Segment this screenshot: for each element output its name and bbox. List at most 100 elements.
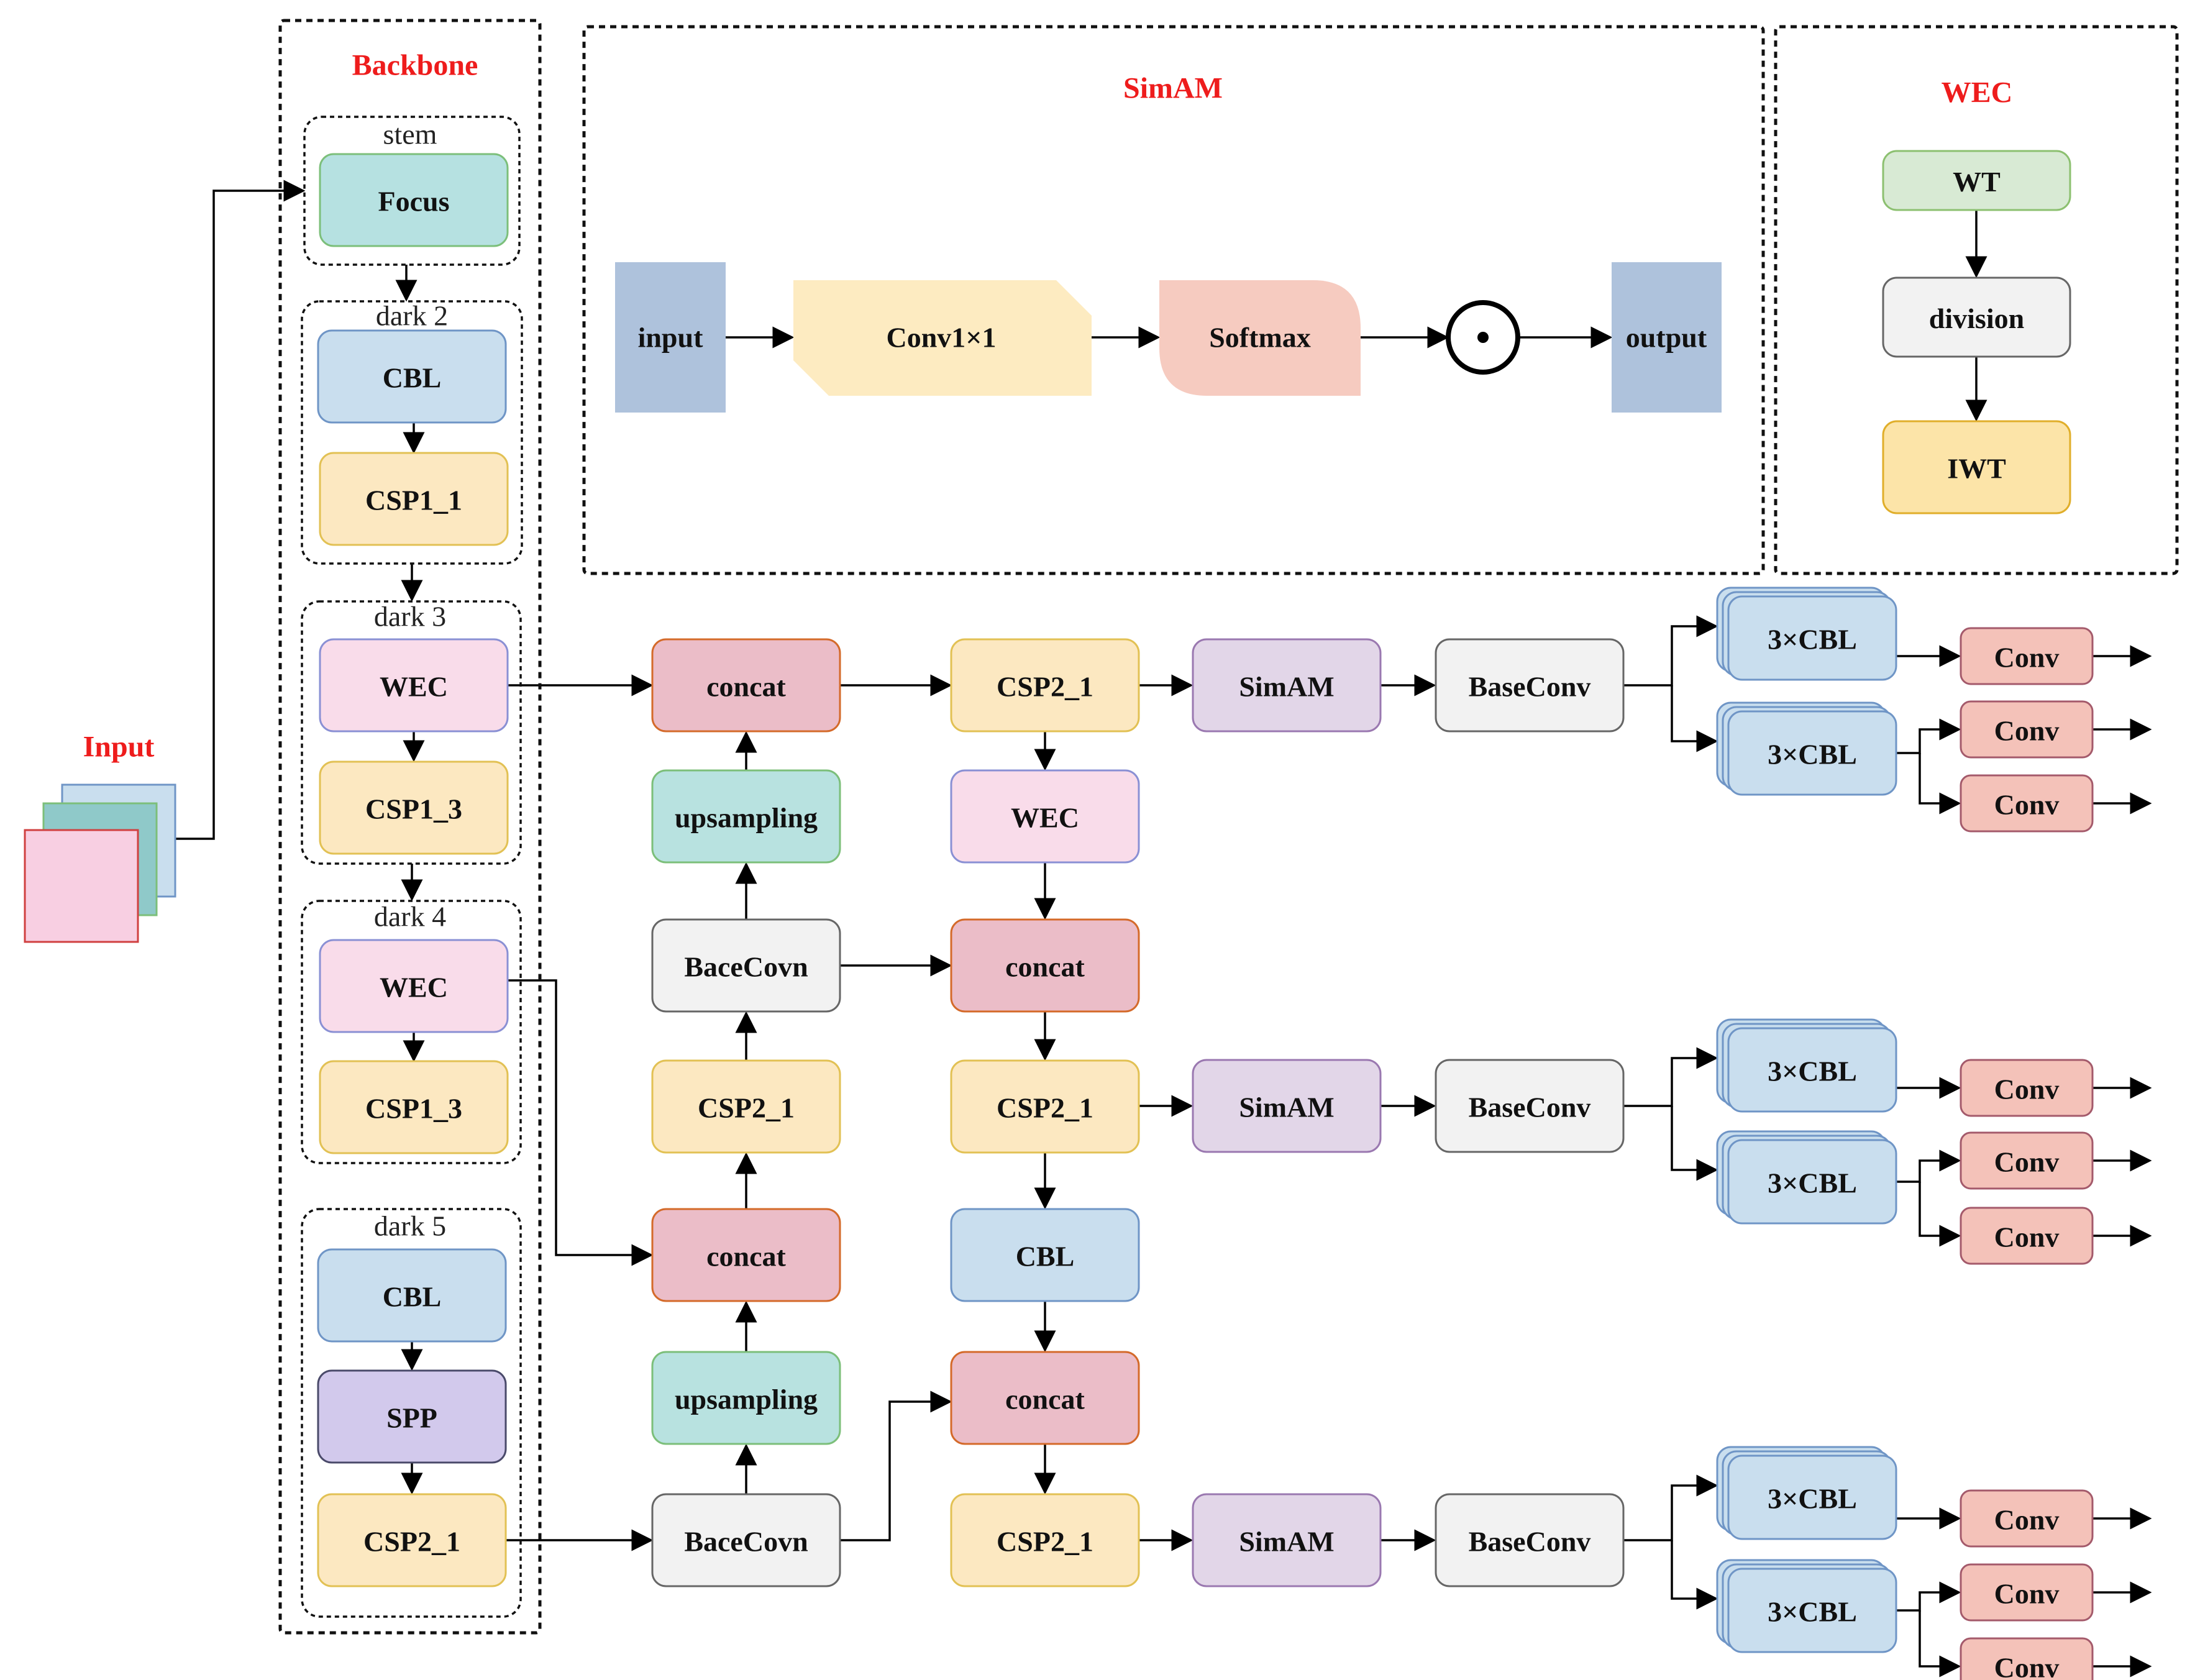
neck-csp-1-label: CSP2_1 [698,1092,795,1124]
head1-simam-shape [1192,638,1382,733]
head3-conv-2: Conv [1960,1563,2094,1622]
head3-cbl-b-to-conv-3-arrow [1919,1610,1961,1678]
neck-csp-3-shape [950,1059,1140,1154]
neck-basecovn-2-shape [651,1493,841,1587]
dark2-csp-block-label: CSP1_1 [365,485,462,516]
head3-to-cbl-b-arrow [1671,1540,1718,1610]
head2-conv-1: Conv [1960,1059,2094,1117]
head3-baseconv-label: BaseConv [1469,1526,1591,1558]
simam-input-block [615,262,726,413]
head3-simam-label: SimAM [1239,1526,1334,1558]
neck-basecovn-1-shape [651,918,841,1013]
wec-iwt-block: IWT [1882,420,2071,514]
head1-to-cbl-b-arrow [1671,685,1718,752]
head1-conv-2: Conv [1960,700,2094,759]
dark5-cbl-block: CBL [317,1248,507,1343]
neck-basecovn-1: BaceCovn [651,918,841,1013]
head2-baseconv: BaseConv [1435,1059,1625,1153]
head1-cbl-a-label: 3×CBL [1768,624,1857,655]
neck-concat-2-label: concat [706,1241,786,1272]
head2-cbl-b-to-conv-2-arrow [1896,1149,1961,1183]
neck-csp-3-label: CSP2_1 [997,1092,1093,1124]
head1-conv-1: Conv [1960,627,2094,685]
head2-cbl-b-layer-1 [1727,1139,1897,1225]
dark4-wec-block-shape [319,939,509,1033]
head3-conv-2-shape [1960,1563,2094,1622]
dark4-to-concat-arrow [508,979,654,1266]
head3-conv-3: Conv [1960,1637,2094,1680]
neck-concat-4-label: concat [1005,1384,1085,1415]
head2-conv-2-shape [1960,1131,2094,1190]
dark2-cbl-block-shape [317,329,507,424]
head2-simam-shape [1192,1059,1382,1153]
backbone-panel [278,19,542,1635]
head3-conv-3-label: Conv [1994,1652,2060,1680]
dark5-cbl-block-label: CBL [383,1281,442,1313]
head2-conv-1-label: Conv [1994,1074,2060,1105]
neck-concat-3: concat [950,918,1140,1013]
neck-csp-2-shape [950,638,1140,733]
head2-conv-2-label: Conv [1994,1146,2060,1178]
wec-division-block: division [1882,276,2071,358]
head1-to-cbl-a-arrow [1623,615,1718,687]
basecovn2-to-concat4-arrow [840,1390,952,1541]
head3-simam: SimAM [1192,1493,1382,1587]
neck-upsampling-1-label: upsampling [675,802,818,834]
dark3-wec-block-shape [319,638,509,733]
backbone-title: Backbone [352,49,478,82]
neck-csp-2: CSP2_1 [950,638,1140,733]
head2-to-cbl-b-arrow [1671,1106,1718,1181]
neck-wec-shape [950,769,1140,864]
dark3-csp-block: CSP1_3 [319,760,509,855]
head1-cbl-b-to-conv-3-arrow [1919,753,1961,815]
neck-basecovn-1-label: BaceCovn [684,951,808,983]
head1-cbl-b-layer-1 [1727,710,1897,796]
head1-conv-3-shape [1960,774,2094,833]
dark3-wec-block: WEC [319,638,509,733]
head1-cbl-b: 3×CBL [1716,701,1897,796]
neck-concat-1-label: concat [706,671,786,703]
multiply-dot [1477,332,1489,343]
head2-cbl-a: 3×CBL [1716,1018,1897,1113]
dark4-group [301,900,522,1164]
neck-concat-4: concat [950,1351,1140,1445]
head1-conv-1-label: Conv [1994,642,2060,673]
wec-wt-block-label: WT [1953,166,2001,198]
head2-cbl-b: 3×CBL [1716,1130,1897,1225]
simam-output-block [1612,262,1722,413]
neck-concat-1-shape [651,638,841,733]
head2-conv-2: Conv [1960,1131,2094,1190]
head3-conv-1-shape [1960,1489,2094,1548]
simam-panel [582,25,1765,575]
neck-cbl: CBL [950,1208,1140,1302]
head3-baseconv: BaseConv [1435,1493,1625,1587]
neck-cbl-shape [950,1208,1140,1302]
simam-softmax-block [1159,280,1361,396]
head3-conv-1-label: Conv [1994,1504,2060,1536]
wec-division-block-label: division [1929,303,2024,334]
simam-conv-block [793,280,1092,396]
head1-baseconv: BaseConv [1435,638,1625,733]
head1-cbl-b-label: 3×CBL [1768,739,1857,770]
dark5-label: dark 5 [374,1210,446,1242]
dark2-cbl-block-label: CBL [383,362,442,394]
head1-simam: SimAM [1192,638,1382,733]
dark3-wec-block-label: WEC [380,671,448,703]
dark5-spp-block: SPP [317,1369,507,1464]
neck-concat-3-label: concat [1005,951,1085,983]
simam-softmax-label: Softmax [1209,322,1311,354]
head2-cbl-b-to-conv-3-arrow [1919,1182,1961,1247]
head2-conv-1-shape [1960,1059,2094,1117]
neck-wec: WEC [950,769,1140,864]
dark2-cbl-block: CBL [317,329,507,424]
dark3-group [301,600,522,865]
head1-simam-label: SimAM [1239,671,1334,703]
panels [278,19,2179,1635]
focus-block-shape [319,153,509,247]
neck-upsampling-1: upsampling [651,769,841,864]
dark4-csp-block: CSP1_3 [319,1060,509,1154]
connectors [175,180,2152,1678]
neck-basecovn-2-label: BaceCovn [684,1526,808,1558]
neck-wec-label: WEC [1011,802,1079,834]
